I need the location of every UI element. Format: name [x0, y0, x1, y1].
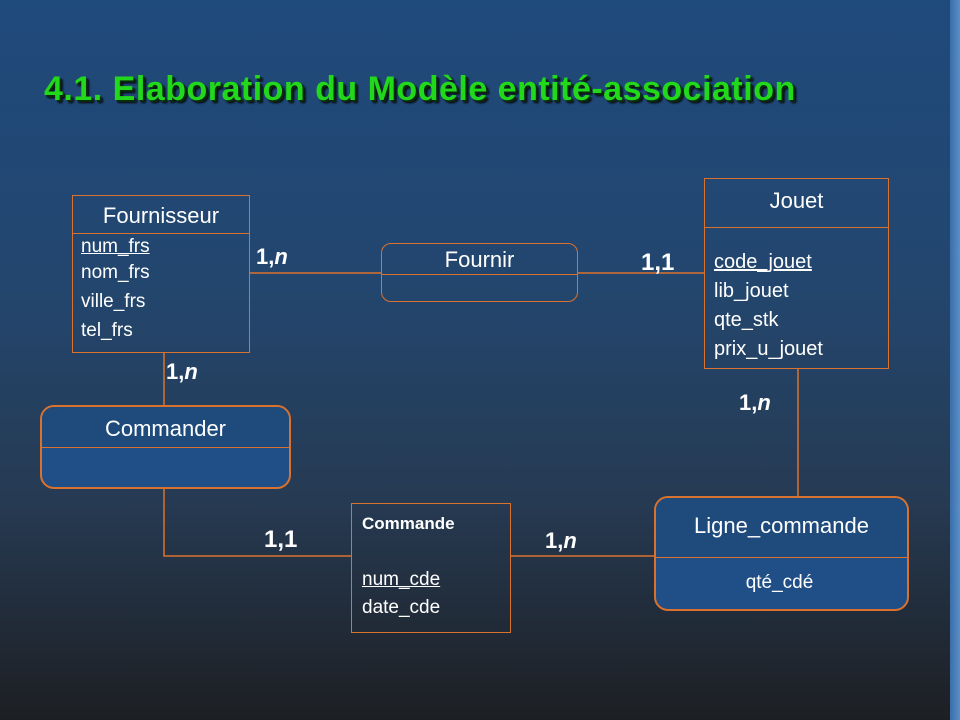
entity-jouet: Jouet code_jouet lib_jouet qte_stk prix_… [704, 178, 889, 369]
line-commander-commande [163, 488, 352, 557]
entity-commande: Commande num_cde date_cde [351, 503, 511, 633]
slide-title: 4.1. Elaboration du Modèle entité-associ… [44, 70, 796, 108]
attr-num-cde: num_cde [362, 569, 441, 590]
attr-tel-frs: tel_frs [81, 320, 133, 341]
cardinality-fournisseur-fournir: 1,n [256, 244, 288, 270]
cardinality-commande-commander: 1,1 [264, 526, 298, 553]
attr-nom-frs: nom_frs [81, 262, 150, 283]
association-commander-name: Commander [42, 407, 289, 448]
attr-qte-cde: qté_cdé [745, 572, 814, 593]
attr-code-jouet: code_jouet [714, 251, 812, 273]
attr-ville-frs: ville_frs [81, 291, 146, 312]
right-edge-stripe [950, 0, 960, 720]
association-fournir-name: Fournir [444, 247, 515, 272]
cardinality-max: n [563, 528, 577, 553]
entity-fournisseur: Fournisseur num_frs nom_frs ville_frs te… [72, 195, 250, 353]
attr-prix-u-jouet: prix_u_jouet [714, 338, 823, 360]
cardinality-max: n [274, 244, 288, 269]
entity-jouet-name: Jouet [705, 179, 888, 228]
entity-fournisseur-name: Fournisseur [73, 196, 249, 234]
association-ligne-commande-name: Ligne_commande [656, 498, 907, 558]
cardinality-max: n [757, 390, 771, 415]
cardinality-jouet-ligne: 1,n [739, 390, 771, 416]
attr-date-cde: date_cde [362, 597, 441, 618]
association-ligne-commande: Ligne_commande qté_cdé [654, 496, 909, 611]
cardinality-jouet-fournir: 1,1 [641, 249, 675, 276]
entity-commande-name: Commande [362, 514, 455, 533]
attr-num-frs: num_frs [81, 236, 150, 257]
attr-qte-stk: qte_stk [714, 309, 779, 331]
association-commander: Commander [40, 405, 291, 489]
cardinality-min: 1, [166, 359, 185, 384]
cardinality-min: 1, [256, 244, 275, 269]
attr-lib-jouet: lib_jouet [714, 280, 789, 302]
cardinality-max: n [184, 359, 198, 384]
association-fournir: Fournir [381, 243, 578, 302]
cardinality-fournisseur-commander: 1,n [166, 359, 198, 385]
cardinality-commande-ligne: 1,n [545, 528, 577, 554]
cardinality-min: 1, [545, 528, 564, 553]
cardinality-min: 1, [739, 390, 758, 415]
